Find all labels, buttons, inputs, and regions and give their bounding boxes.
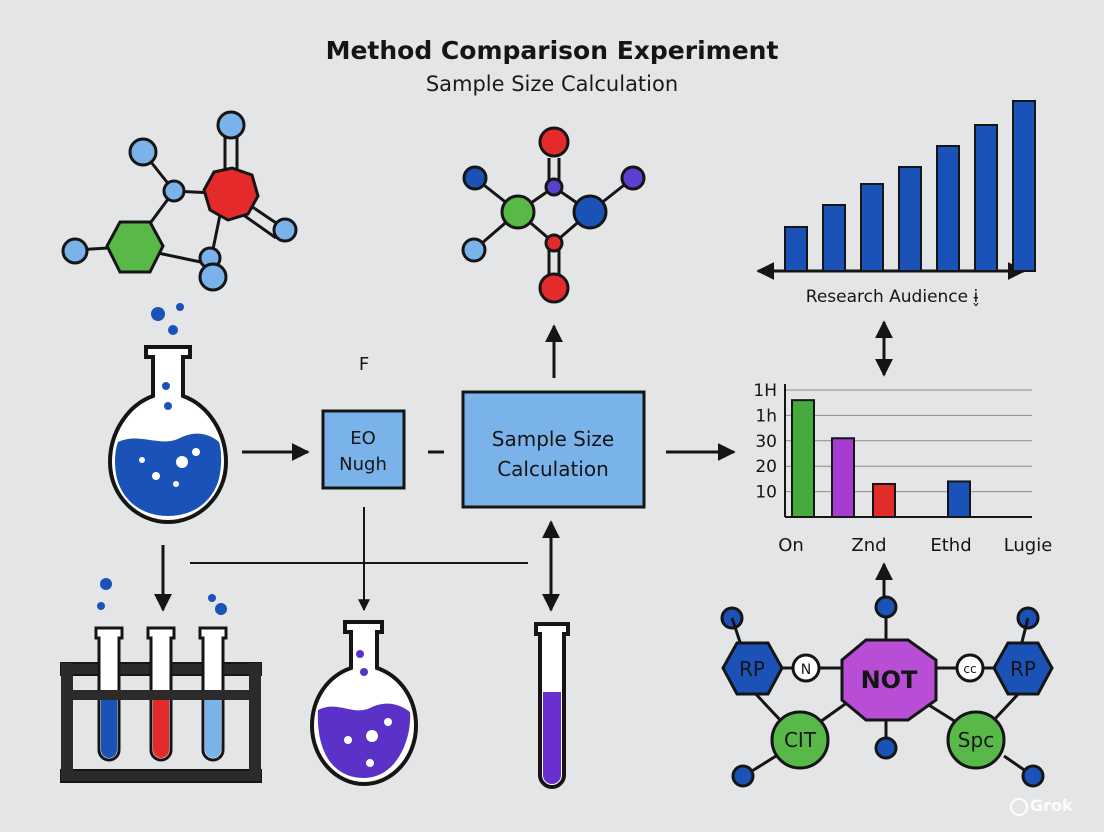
node-label-spc: Spc (958, 728, 994, 752)
bar-mid (872, 482, 896, 519)
box-eo-nugh: EO Nugh (321, 409, 406, 490)
bar-top-6 (974, 124, 998, 272)
watermark-text: Grok (1030, 796, 1073, 815)
bar-top-3 (860, 183, 884, 272)
page-subtitle: Sample Size Calculation (425, 72, 679, 96)
node-network-labels: RP N NOT cc RP CIT Spc (739, 657, 1036, 752)
box-main-line1: Sample Size (492, 427, 614, 451)
bar-top-2 (822, 204, 846, 272)
molecule-top-center-icon (461, 126, 646, 304)
node-label-rp-right: RP (1010, 657, 1036, 681)
y-tick-label: 30 (755, 432, 777, 452)
research-audience-label: Research Audience ɨ̬ (806, 287, 979, 307)
f-label: F (359, 354, 369, 375)
bar-mid (831, 437, 855, 519)
node-label-cit: CIT (784, 728, 817, 752)
y-tick-label: 10 (755, 483, 777, 503)
box-eo-line1: EO (350, 428, 376, 449)
bar-top-4 (898, 166, 922, 272)
x-tick-label: On (778, 535, 804, 556)
bar-top-1 (784, 226, 808, 272)
bar-top-7 (1012, 100, 1036, 272)
bar-mid (791, 399, 815, 518)
flask-blue-icon (107, 303, 229, 525)
node-label-cc: cc (963, 662, 976, 676)
node-label-rp-left: RP (739, 657, 765, 681)
test-tube-purple-icon (534, 622, 570, 789)
box-main-line2: Calculation (497, 457, 609, 481)
flask-purple-icon (309, 620, 419, 787)
x-tick-label: Lugie (1004, 535, 1053, 556)
bar-chart-mid-right: 10 20 30 1h 1H On Znd Ethd Lugie (753, 381, 1052, 556)
page-title: Method Comparison Experiment (325, 36, 779, 65)
y-tick-label: 20 (755, 457, 777, 477)
bar-chart-top-right (756, 100, 1036, 280)
node-network (720, 595, 1054, 788)
bar-top-5 (936, 145, 960, 272)
x-tick-label: Ethd (930, 535, 971, 556)
molecule-top-left-icon (61, 110, 298, 292)
box-eo-line2: Nugh (339, 454, 387, 475)
box-sample-size-calculation: Sample Size Calculation (461, 390, 646, 509)
y-tick-label: 1h (755, 406, 777, 426)
x-tick-label: Znd (851, 535, 886, 556)
test-tube-rack-icon (60, 578, 262, 783)
node-label-n: N (801, 662, 811, 678)
node-label-not: NOT (861, 666, 918, 694)
watermark-icon (1010, 798, 1028, 816)
y-tick-label: 1H (753, 381, 777, 401)
bar-mid (947, 480, 971, 519)
